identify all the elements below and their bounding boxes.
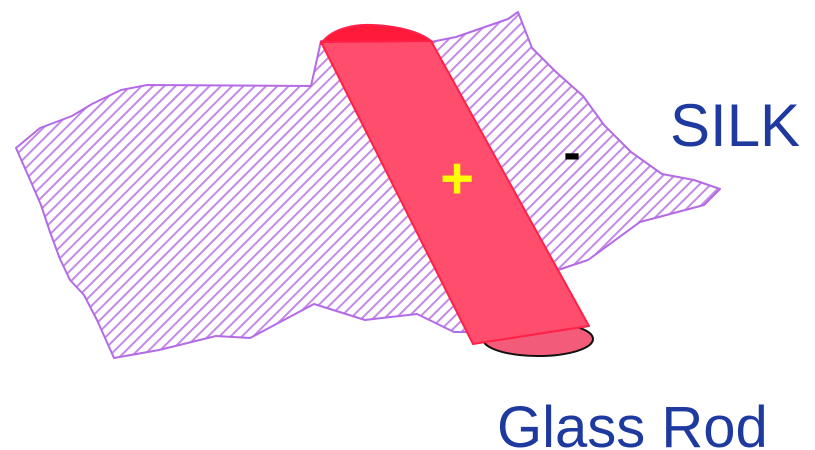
silk-label: SILK (670, 92, 800, 159)
silk-charge-minus: - (563, 124, 580, 182)
rod-charge-plus: + (440, 146, 474, 211)
glass-rod-label: Glass Rod (497, 395, 768, 450)
